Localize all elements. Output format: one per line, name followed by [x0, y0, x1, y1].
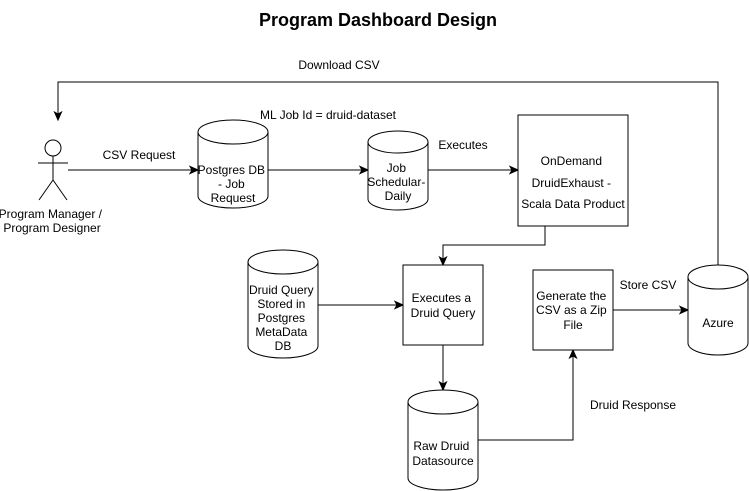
edge-executes [428, 165, 520, 175]
edge-csv-request [68, 165, 200, 175]
actor-label: Program Manager / Program Designer [0, 207, 105, 235]
raw-druid-datasource-label: Raw Druid Datasource [412, 439, 474, 468]
azure-storage-db: Azure [687, 264, 749, 356]
postgres-job-request-label: Postgres DB - Job Request [198, 163, 269, 205]
edge-store-csv [613, 305, 690, 315]
stick-figure-icon [38, 139, 68, 201]
execute-druid-query-box: Executes a Druid Query [402, 264, 484, 346]
job-scheduler-label: Job Schedular- Daily [367, 161, 428, 203]
execute-druid-query-label: Executes a Druid Query [411, 291, 476, 320]
edge-download-csv [53, 81, 719, 265]
ondemand-exhaust-label: OnDemand DruidExhaust - Scala Data Produ… [521, 154, 625, 211]
ondemand-exhaust-box: OnDemand DruidExhaust - Scala Data Produ… [517, 114, 629, 227]
diagram-title: Program Dashboard Design [259, 10, 497, 30]
postgres-job-request-db: Postgres DB - Job Request [197, 119, 269, 209]
edge-druid-response [478, 348, 578, 441]
ml-job-id-label: ML Job Id = druid-dataset [260, 108, 397, 122]
edge-query-store-to-query [318, 300, 405, 310]
generate-csv-zip-box: Generate the CSV as a Zip File [532, 269, 614, 351]
druid-query-store-db: Druid Query Stored in Postgres MetaData … [247, 249, 319, 359]
edge-query-to-datasource [438, 345, 448, 392]
generate-csv-zip-label: Generate the CSV as a Zip File [536, 289, 610, 332]
edge-exhaust-to-query [438, 226, 546, 267]
csv-request-label: CSV Request [103, 148, 176, 162]
executes-label: Executes [438, 138, 487, 152]
raw-druid-datasource-db: Raw Druid Datasource [407, 389, 479, 491]
azure-label: Azure [702, 316, 734, 330]
druid-query-store-label: Druid Query Stored in Postgres MetaData … [249, 283, 317, 353]
edge-job-request-to-scheduler [268, 165, 370, 175]
job-scheduler-db: Job Schedular- Daily [367, 130, 429, 211]
download-csv-label: Download CSV [298, 58, 379, 72]
store-csv-label: Store CSV [620, 278, 677, 292]
actor-program-manager: Program Manager / Program Designer [0, 139, 105, 235]
druid-response-label: Druid Response [590, 398, 676, 412]
